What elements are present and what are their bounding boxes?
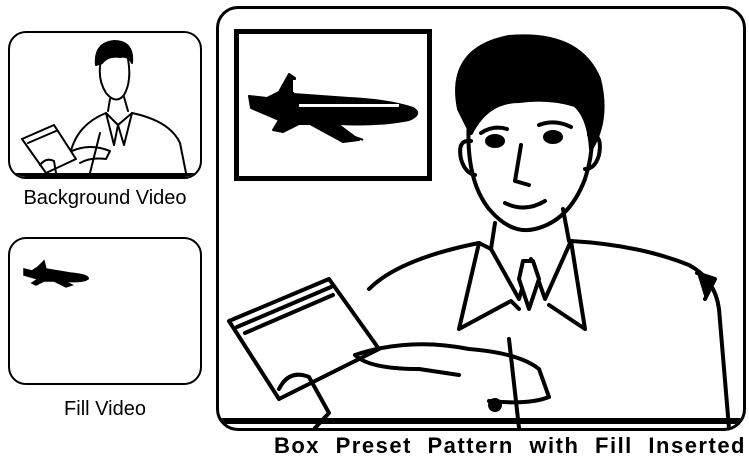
background-video-label: Background Video bbox=[0, 187, 210, 210]
box-pattern-inset bbox=[234, 29, 432, 181]
airplane-illustration-large bbox=[239, 34, 427, 176]
composite-output-frame bbox=[216, 6, 746, 431]
background-video-thumbnail bbox=[8, 31, 202, 179]
person-illustration-small bbox=[10, 33, 200, 177]
airplane-illustration-small bbox=[10, 239, 200, 383]
fill-video-thumbnail bbox=[8, 237, 202, 385]
composite-caption: Box Preset Pattern with Fill Inserted bbox=[216, 433, 746, 459]
fill-video-label: Fill Video bbox=[0, 398, 210, 421]
